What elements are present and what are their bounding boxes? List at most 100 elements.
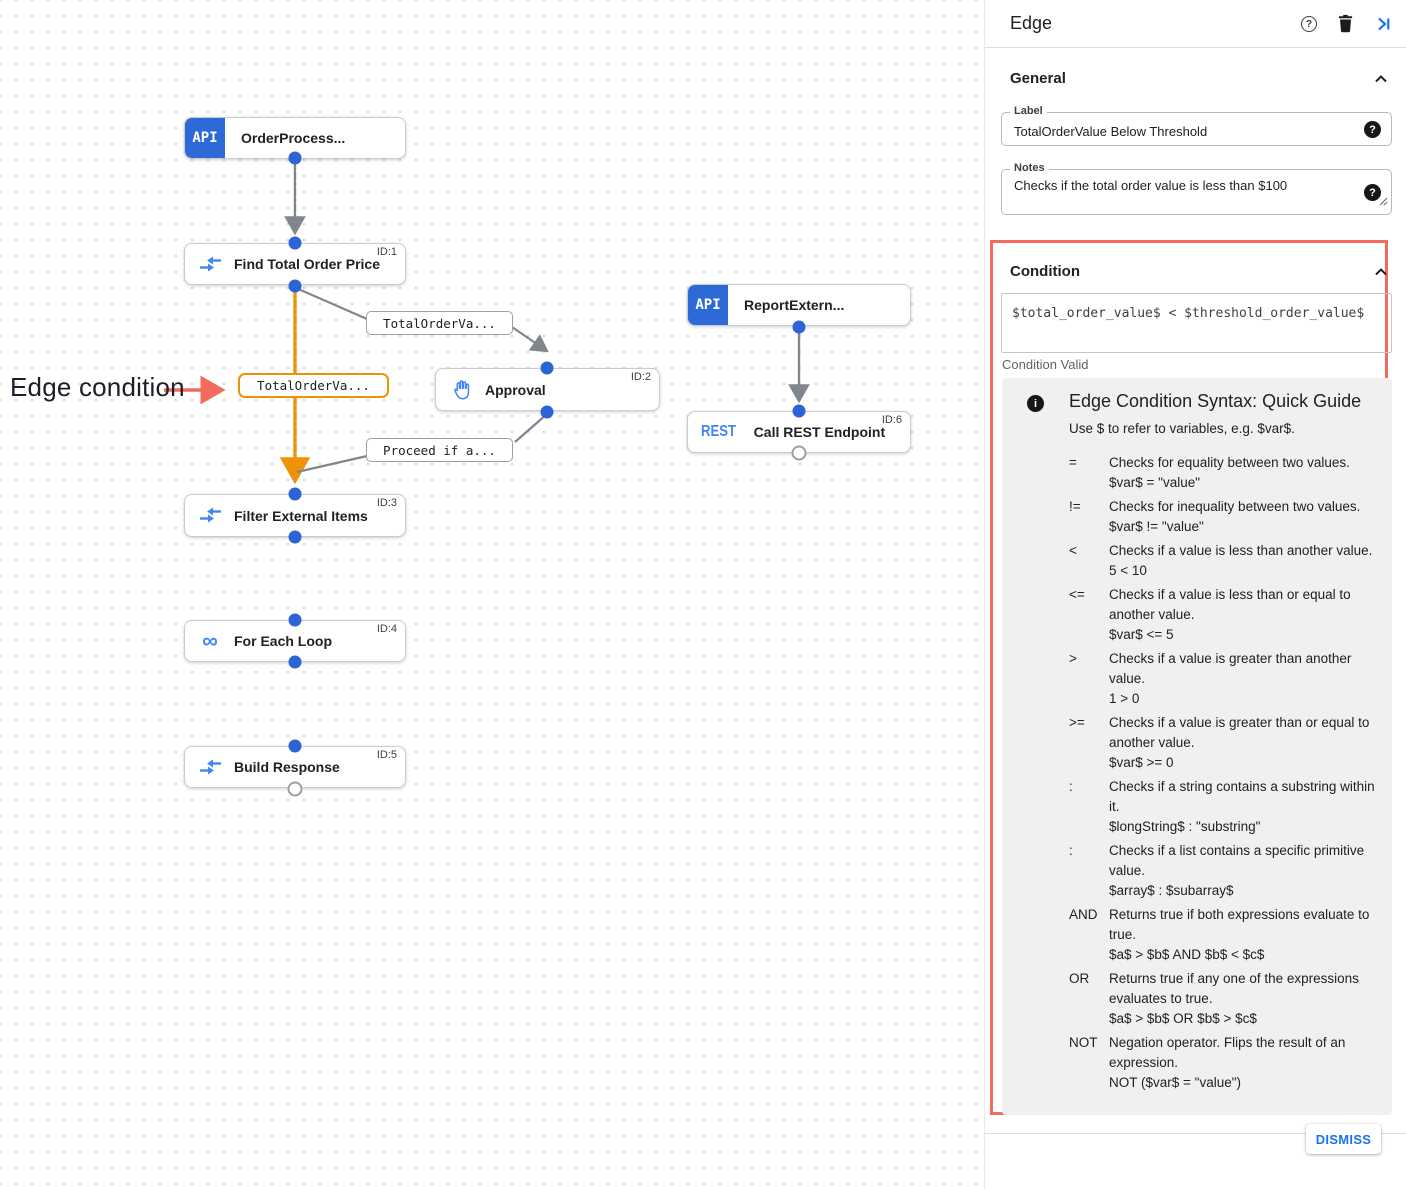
collapse-right-icon (1378, 17, 1390, 30)
edge-properties-panel: Edge ? General (985, 0, 1406, 1189)
node-id: ID:6 (881, 414, 902, 426)
node-id: ID:5 (376, 749, 397, 761)
node-id: ID:3 (376, 497, 397, 509)
node-title: Find Total Order Price (234, 256, 380, 272)
edge-label[interactable]: TotalOrderVa... (366, 311, 513, 335)
port-out[interactable] (540, 405, 554, 419)
node-title: Approval (485, 381, 546, 398)
data-mapping-icon (198, 507, 222, 524)
guide-row: AND Returns true if both expressions eva… (1069, 905, 1378, 965)
node-for-each-loop[interactable]: ∞ For Each Loop ID:4 (184, 620, 406, 662)
node-title: Call REST Endpoint (753, 424, 886, 440)
general-section-title: General (1010, 70, 1066, 87)
guide-row: != Checks for inequality between two val… (1069, 497, 1378, 537)
port-in[interactable] (288, 613, 302, 627)
node-id: ID:1 (376, 246, 397, 258)
guide-row: >= Checks if a value is greater than or … (1069, 713, 1378, 773)
port-out-empty[interactable] (287, 781, 303, 797)
port-in[interactable] (288, 739, 302, 753)
port-out[interactable] (288, 151, 302, 165)
label-input[interactable] (1002, 113, 1391, 145)
node-find-total-order-price[interactable]: Find Total Order Price ID:1 (184, 243, 406, 285)
guide-row: : Checks if a string contains a substrin… (1069, 777, 1378, 837)
footer-divider (985, 1133, 1406, 1134)
guide-operator: NOT (1069, 1035, 1098, 1050)
guide-description: Checks if a list contains a specific pri… (1109, 843, 1365, 898)
node-title: For Each Loop (234, 633, 332, 649)
port-in[interactable] (792, 404, 806, 418)
node-id: ID:4 (376, 623, 397, 635)
help-button[interactable]: ? (1301, 15, 1317, 32)
node-title: Filter External Items (234, 507, 368, 524)
notes-input[interactable]: Checks if the total order value is less … (1002, 170, 1391, 214)
guide-description: Checks if a value is less than another v… (1109, 543, 1373, 578)
approval-hand-icon (449, 379, 473, 401)
label-field-wrapper: Label ? (1001, 105, 1392, 146)
guide-description: Returns true if both expressions evaluat… (1109, 907, 1370, 962)
guide-operator: OR (1069, 971, 1090, 986)
guide-operator: : (1069, 779, 1073, 794)
collapse-panel-button[interactable] (1374, 15, 1392, 33)
guide-description: Negation operator. Flips the result of a… (1109, 1035, 1346, 1090)
condition-input[interactable]: $total_order_value$ < $threshold_order_v… (1002, 294, 1391, 352)
notes-field-label: Notes (1010, 162, 1049, 174)
chevron-up-icon (1375, 74, 1387, 82)
guide-row: <= Checks if a value is less than or equ… (1069, 585, 1378, 645)
flow-canvas[interactable]: API OrderProcess... Find Total Order Pri… (0, 0, 985, 1189)
guide-subtitle: Use $ to refer to variables, e.g. $var$. (1069, 421, 1295, 436)
label-field-label: Label (1010, 105, 1047, 117)
condition-section-title: Condition (1010, 263, 1080, 280)
api-trigger-icon: API (688, 285, 728, 325)
guide-title: Edge Condition Syntax: Quick Guide (1069, 391, 1362, 411)
port-in[interactable] (288, 236, 302, 250)
port-out-empty[interactable] (791, 445, 807, 461)
collapse-general-button[interactable] (1374, 74, 1388, 84)
node-title: OrderProcess... (241, 130, 346, 146)
collapse-condition-button[interactable] (1374, 267, 1388, 277)
info-icon: i (1027, 395, 1044, 412)
guide-description: Returns true if any one of the expressio… (1109, 971, 1359, 1026)
condition-status: Condition Valid (1002, 357, 1089, 372)
port-in[interactable] (288, 487, 302, 501)
delete-button[interactable] (1337, 14, 1354, 33)
edge-condition-annotation: Edge condition (10, 372, 185, 402)
label-help-icon[interactable]: ? (1364, 121, 1381, 138)
resize-handle[interactable] (1378, 193, 1388, 211)
notes-help-icon[interactable]: ? (1364, 184, 1381, 201)
node-orderprocess[interactable]: API OrderProcess... (184, 117, 406, 159)
guide-rows: = Checks for equality between two values… (1069, 453, 1378, 1093)
guide-description: Checks if a value is less than or equal … (1109, 587, 1351, 642)
node-id: ID:2 (630, 371, 651, 383)
guide-operator: AND (1069, 907, 1098, 922)
api-trigger-icon: API (185, 118, 225, 158)
general-section-header: General (1010, 70, 1388, 87)
panel-header: Edge ? (985, 0, 1406, 48)
edge-lines (164, 161, 810, 485)
node-filter-external-items[interactable]: Filter External Items ID:3 (184, 494, 406, 537)
condition-editor-wrapper: $total_order_value$ < $threshold_order_v… (1001, 293, 1392, 353)
loop-icon: ∞ (202, 628, 218, 653)
guide-description: Checks for inequality between two values… (1109, 499, 1361, 534)
guide-row: < Checks if a value is less than another… (1069, 541, 1378, 581)
guide-description: Checks if a value is greater than anothe… (1109, 651, 1352, 706)
data-mapping-icon (198, 759, 222, 776)
port-out[interactable] (288, 655, 302, 669)
guide-row: : Checks if a list contains a specific p… (1069, 841, 1378, 901)
guide-operator: <= (1069, 587, 1085, 602)
node-title: ReportExtern... (744, 297, 845, 313)
node-title: Build Response (234, 759, 340, 775)
condition-section-header: Condition (1010, 263, 1388, 280)
port-in[interactable] (540, 361, 554, 375)
port-out[interactable] (792, 320, 806, 334)
help-icon: ? (1301, 15, 1317, 32)
dismiss-button[interactable]: DISMISS (1306, 1124, 1381, 1154)
port-out[interactable] (288, 530, 302, 544)
edge-label[interactable]: Proceed if a... (366, 438, 513, 462)
edge-label-selected[interactable]: TotalOrderVa... (238, 373, 389, 398)
rest-task-icon: REST (701, 423, 736, 440)
port-out[interactable] (288, 279, 302, 293)
guide-row: NOT Negation operator. Flips the result … (1069, 1033, 1378, 1093)
guide-operator: >= (1069, 715, 1085, 730)
guide-row: OR Returns true if any one of the expres… (1069, 969, 1378, 1029)
